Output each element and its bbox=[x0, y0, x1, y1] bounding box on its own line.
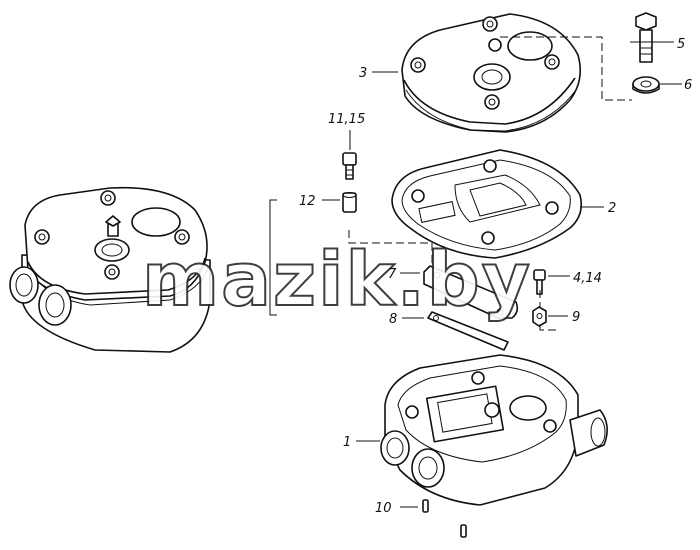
part-11-15-screw-drawing bbox=[342, 152, 357, 180]
part-2-gasket-drawing bbox=[391, 149, 583, 259]
part-9-nut-drawing bbox=[532, 306, 547, 327]
part-8-plate-drawing bbox=[427, 311, 509, 351]
dashed-leader-cover bbox=[500, 36, 632, 101]
part-4-14-screw-drawing bbox=[533, 269, 556, 331]
part-12-sleeve-drawing bbox=[342, 192, 357, 213]
assembled-head-drawing bbox=[9, 186, 211, 353]
label-part-12: 12 bbox=[299, 194, 316, 209]
label-part-1: 1 bbox=[343, 435, 351, 450]
label-part-9: 9 bbox=[572, 310, 580, 325]
label-part-11-15: 11,15 bbox=[328, 112, 365, 127]
dashed-leader-12 bbox=[348, 230, 433, 270]
label-part-10: 10 bbox=[375, 501, 392, 516]
watermark-text: mazik.by bbox=[142, 237, 532, 323]
bracket-leader-12 bbox=[269, 199, 277, 316]
label-part-6: 6 bbox=[684, 78, 692, 93]
label-part-8: 8 bbox=[389, 312, 397, 327]
label-part-7: 7 bbox=[388, 267, 397, 282]
part-7-reed-drawing bbox=[423, 265, 519, 319]
part-3-top-cover-drawing bbox=[401, 13, 581, 133]
part-10-pin-drawing bbox=[422, 499, 467, 538]
leader-lines bbox=[322, 41, 682, 508]
label-part-5: 5 bbox=[677, 37, 685, 52]
label-part-4-14: 4,14 bbox=[573, 271, 602, 286]
label-part-3: 3 bbox=[359, 66, 367, 81]
part-5-bolt-drawing bbox=[635, 12, 657, 63]
label-part-2: 2 bbox=[608, 201, 616, 216]
part-6-washer-drawing bbox=[632, 76, 660, 94]
part-1-head-body-drawing bbox=[380, 354, 608, 506]
